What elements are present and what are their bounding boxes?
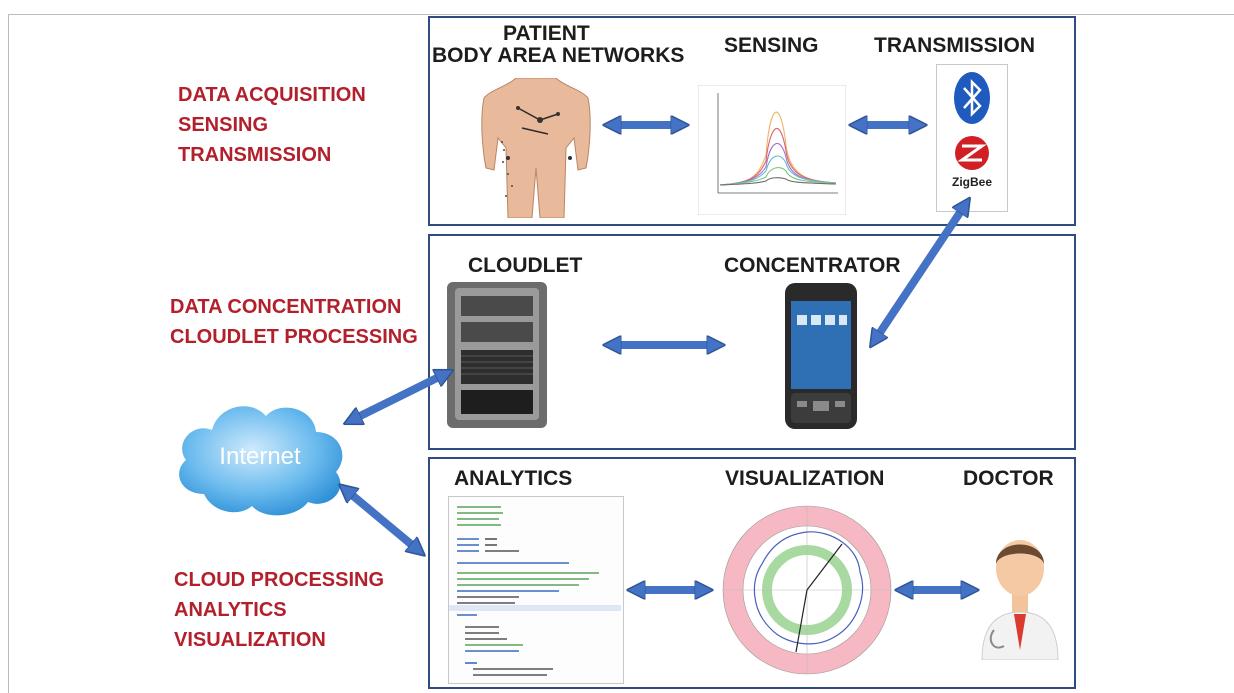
section-line: DATA ACQUISITION [178, 84, 366, 106]
sensing-chart-image [698, 85, 846, 215]
visualization-polar-plot [722, 505, 892, 675]
section-line: VISUALIZATION [174, 629, 326, 651]
body-area-networks-label: BODY AREA NETWORKS [432, 44, 685, 67]
patient-body-image [481, 78, 591, 218]
section-line: TRANSMISSION [178, 144, 332, 166]
cloudlet-label: CLOUDLET [468, 254, 583, 277]
internet-label: Internet [219, 443, 301, 470]
transmission-label: TRANSMISSION [874, 34, 1036, 57]
internet-cloud: Internet [179, 406, 343, 516]
doctor-label: DOCTOR [963, 467, 1054, 490]
zigbee-icon [955, 136, 989, 170]
visualization-label: VISUALIZATION [725, 467, 885, 490]
doctor-avatar-image [981, 540, 1059, 660]
concentrator-label: CONCENTRATOR [724, 254, 901, 277]
arrow-cloudlet-internet [352, 374, 445, 420]
section-label-acquisition: DATA ACQUISITION SENSING TRANSMISSION [178, 80, 366, 170]
bluetooth-icon [954, 72, 990, 124]
sensing-label: SENSING [724, 34, 819, 57]
concentrator-phone-image [785, 283, 857, 429]
frame-left-line [8, 14, 9, 693]
patient-label: PATIENT [503, 22, 590, 45]
analytics-code-image [448, 496, 624, 684]
zigbee-label: ZigBee [951, 175, 992, 189]
analytics-label: ANALYTICS [454, 467, 573, 490]
section-line: CLOUDLET PROCESSING [170, 326, 418, 348]
section-label-cloud: CLOUD PROCESSING ANALYTICS VISUALIZATION [174, 565, 384, 655]
cloudlet-server-image [447, 282, 547, 428]
frame-top-line [8, 14, 1234, 15]
section-label-concentration: DATA CONCENTRATION CLOUDLET PROCESSING [170, 292, 418, 352]
arrow-transmission-concentrator [875, 205, 965, 340]
section-line: DATA CONCENTRATION [170, 296, 402, 318]
section-line: SENSING [178, 114, 269, 136]
section-line: CLOUD PROCESSING [174, 569, 385, 591]
arrow-internet-analytics [346, 490, 418, 550]
section-line: ANALYTICS [174, 599, 287, 621]
transmission-device-box: ZigBee [936, 64, 1008, 212]
